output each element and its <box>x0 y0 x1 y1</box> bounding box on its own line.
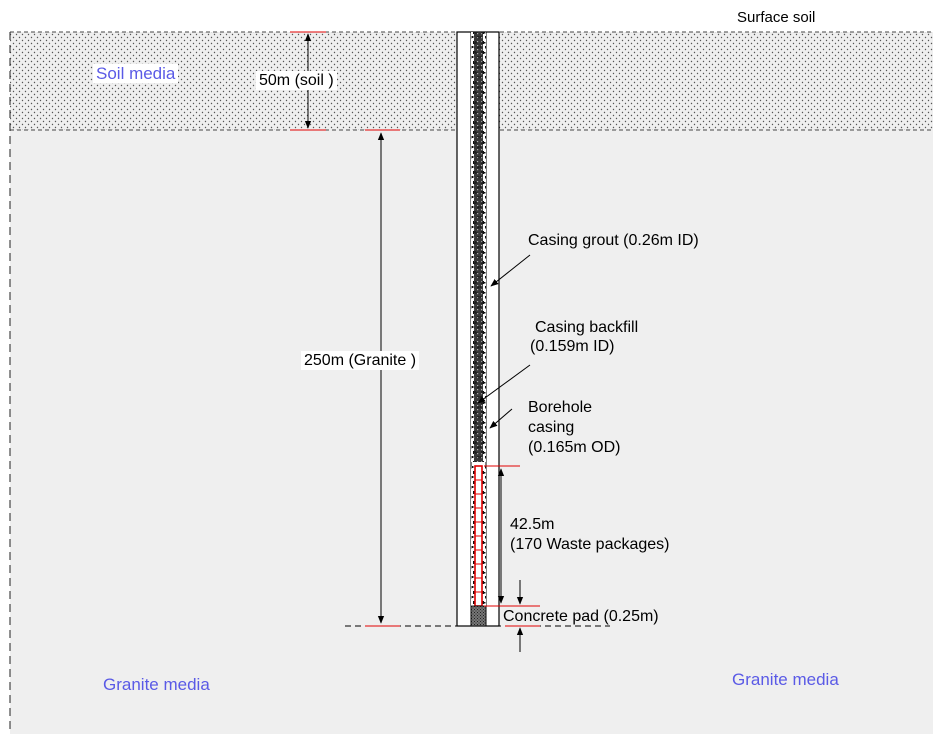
soil-thickness-label: 50m (soil ) <box>256 71 337 90</box>
borehole-casing-label-2: casing <box>528 419 575 436</box>
grout-leader <box>490 254 531 287</box>
backfill-leader <box>477 364 531 404</box>
borehole-casing-label-3: (0.165m OD) <box>528 439 621 456</box>
granite-media-right-label: Granite media <box>732 670 839 689</box>
concrete-pad-label: Concrete pad (0.25m) <box>503 608 659 625</box>
casing-grout-label: Casing grout (0.26m ID) <box>528 232 699 249</box>
waste-length-label-2: (170 Waste packages) <box>510 536 670 553</box>
waste-length-label-1: 42.5m <box>510 516 555 533</box>
soil-media-label: Soil media <box>93 64 179 83</box>
concrete-pad <box>470 605 487 627</box>
surface-soil-label: Surface soil <box>737 9 816 26</box>
casing-backfill <box>474 32 483 462</box>
granite-media-left-label: Granite media <box>103 675 210 694</box>
granite-thickness-label: 250m (Granite ) <box>301 351 420 370</box>
borehole-casing-label-1: Borehole <box>528 399 593 416</box>
casing-backfill-label-2: (0.159m ID) <box>530 338 615 355</box>
casing-leader <box>489 408 513 429</box>
casing-backfill-label-1: Casing backfill <box>535 319 639 336</box>
